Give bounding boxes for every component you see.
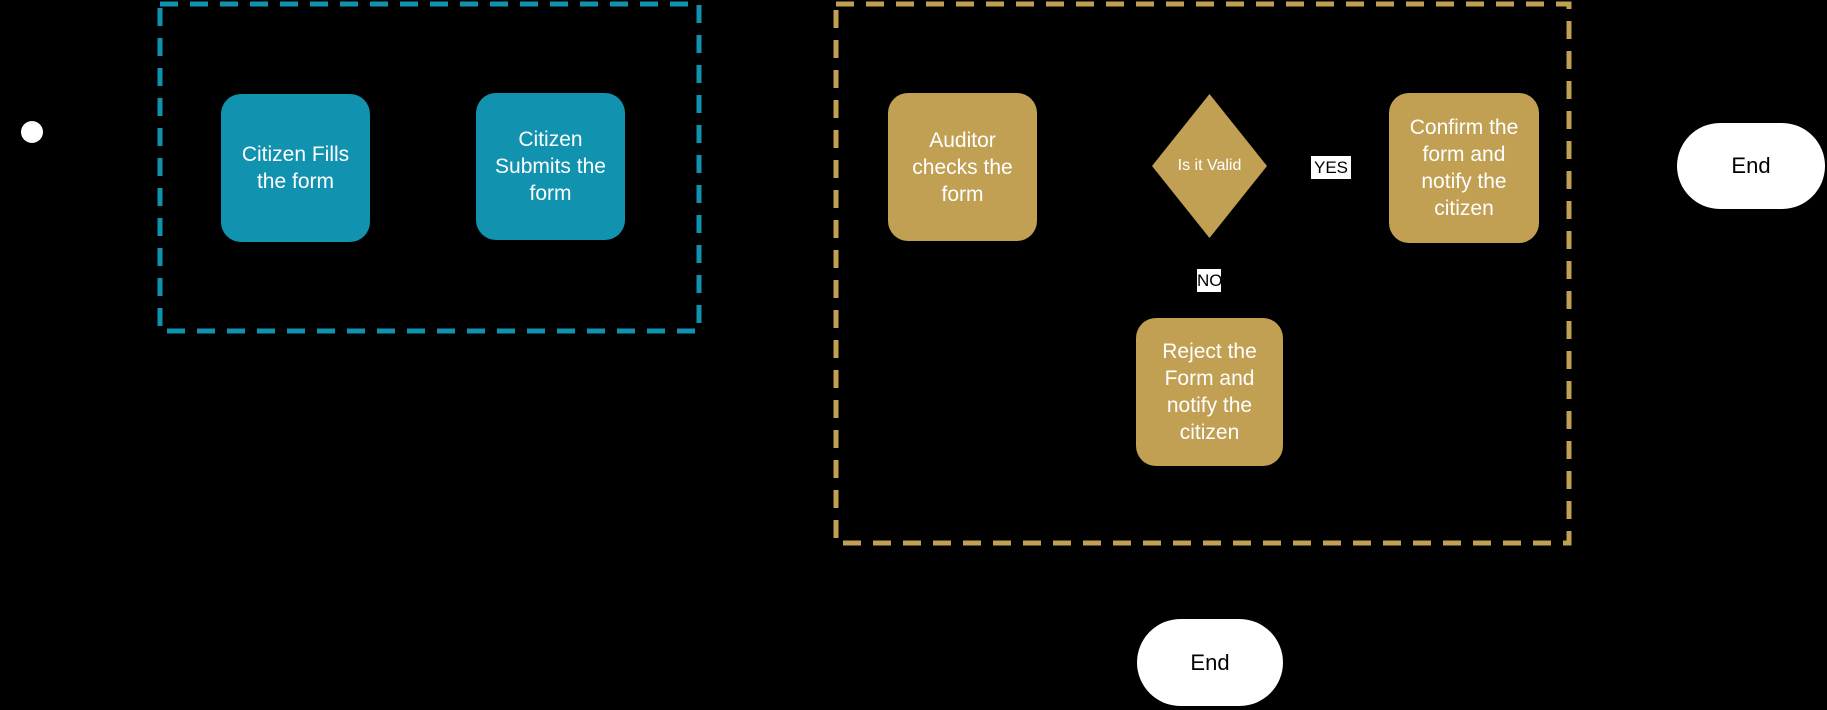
- task-citizen-submits-form[interactable]: Citizen Submits the form: [476, 93, 625, 240]
- task-confirm-form-notify-citizen[interactable]: Confirm the form and notify the citizen: [1389, 93, 1539, 243]
- task-label: Auditor checks the form: [912, 128, 1013, 206]
- task-reject-form-notify-citizen[interactable]: Reject the Form and notify the citizen: [1136, 318, 1283, 466]
- end-label: End: [1190, 649, 1230, 675]
- task-label: Reject the Form and notify the citizen: [1162, 340, 1257, 444]
- start-event-node[interactable]: [21, 121, 43, 143]
- auditor-lane-container[interactable]: [833, 1, 1572, 546]
- end-node-bottom[interactable]: End: [1137, 619, 1283, 706]
- task-citizen-fills-form[interactable]: Citizen Fills the form: [221, 94, 370, 242]
- end-label: End: [1731, 153, 1771, 178]
- citizen-lane-container[interactable]: [157, 1, 702, 334]
- task-label: Citizen Submits the form: [495, 128, 606, 205]
- decision-label: Is it Valid: [1177, 157, 1242, 174]
- edge-label-text: YES: [1313, 158, 1349, 177]
- end-node-right[interactable]: End: [1677, 123, 1825, 209]
- task-auditor-checks-form[interactable]: Auditor checks the form: [888, 93, 1037, 241]
- task-label: Confirm the form and notify the citizen: [1409, 116, 1519, 220]
- edge-label-no: NO: [1197, 269, 1223, 292]
- edge-label-text: NO: [1197, 271, 1223, 290]
- edge-label-yes: YES: [1311, 156, 1351, 179]
- task-label: Citizen Fills the form: [241, 143, 350, 193]
